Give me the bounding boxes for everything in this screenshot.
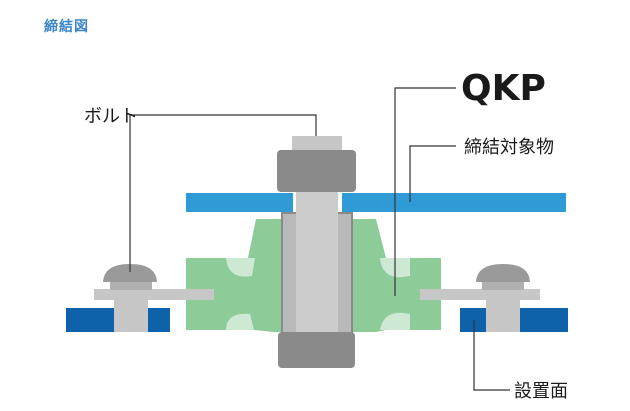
mounting-surface-left-2: [148, 308, 170, 332]
fastened-object-label: 締結対象物: [464, 137, 554, 158]
qkp-leader-line: [394, 87, 456, 296]
mounting-surface-label: 設置面: [514, 381, 568, 402]
fastened-object-right: [342, 193, 566, 212]
center-bolt: [277, 136, 356, 368]
mounting-surface-right-2: [520, 308, 568, 332]
right-bolt: [420, 264, 540, 332]
page-title: 締結図: [44, 19, 89, 35]
mounting-surface-leader-line: [473, 320, 510, 391]
mounting-surface-left: [66, 308, 114, 332]
bolt-leader-line: [129, 114, 317, 272]
left-bolt: [94, 264, 214, 332]
mounting-surface-right: [460, 308, 486, 332]
fastened-object-leader-line: [409, 145, 456, 202]
bolt-label: ボルト: [84, 106, 138, 127]
qkp-label: QKP: [461, 68, 546, 109]
fastened-object-left: [186, 193, 293, 212]
